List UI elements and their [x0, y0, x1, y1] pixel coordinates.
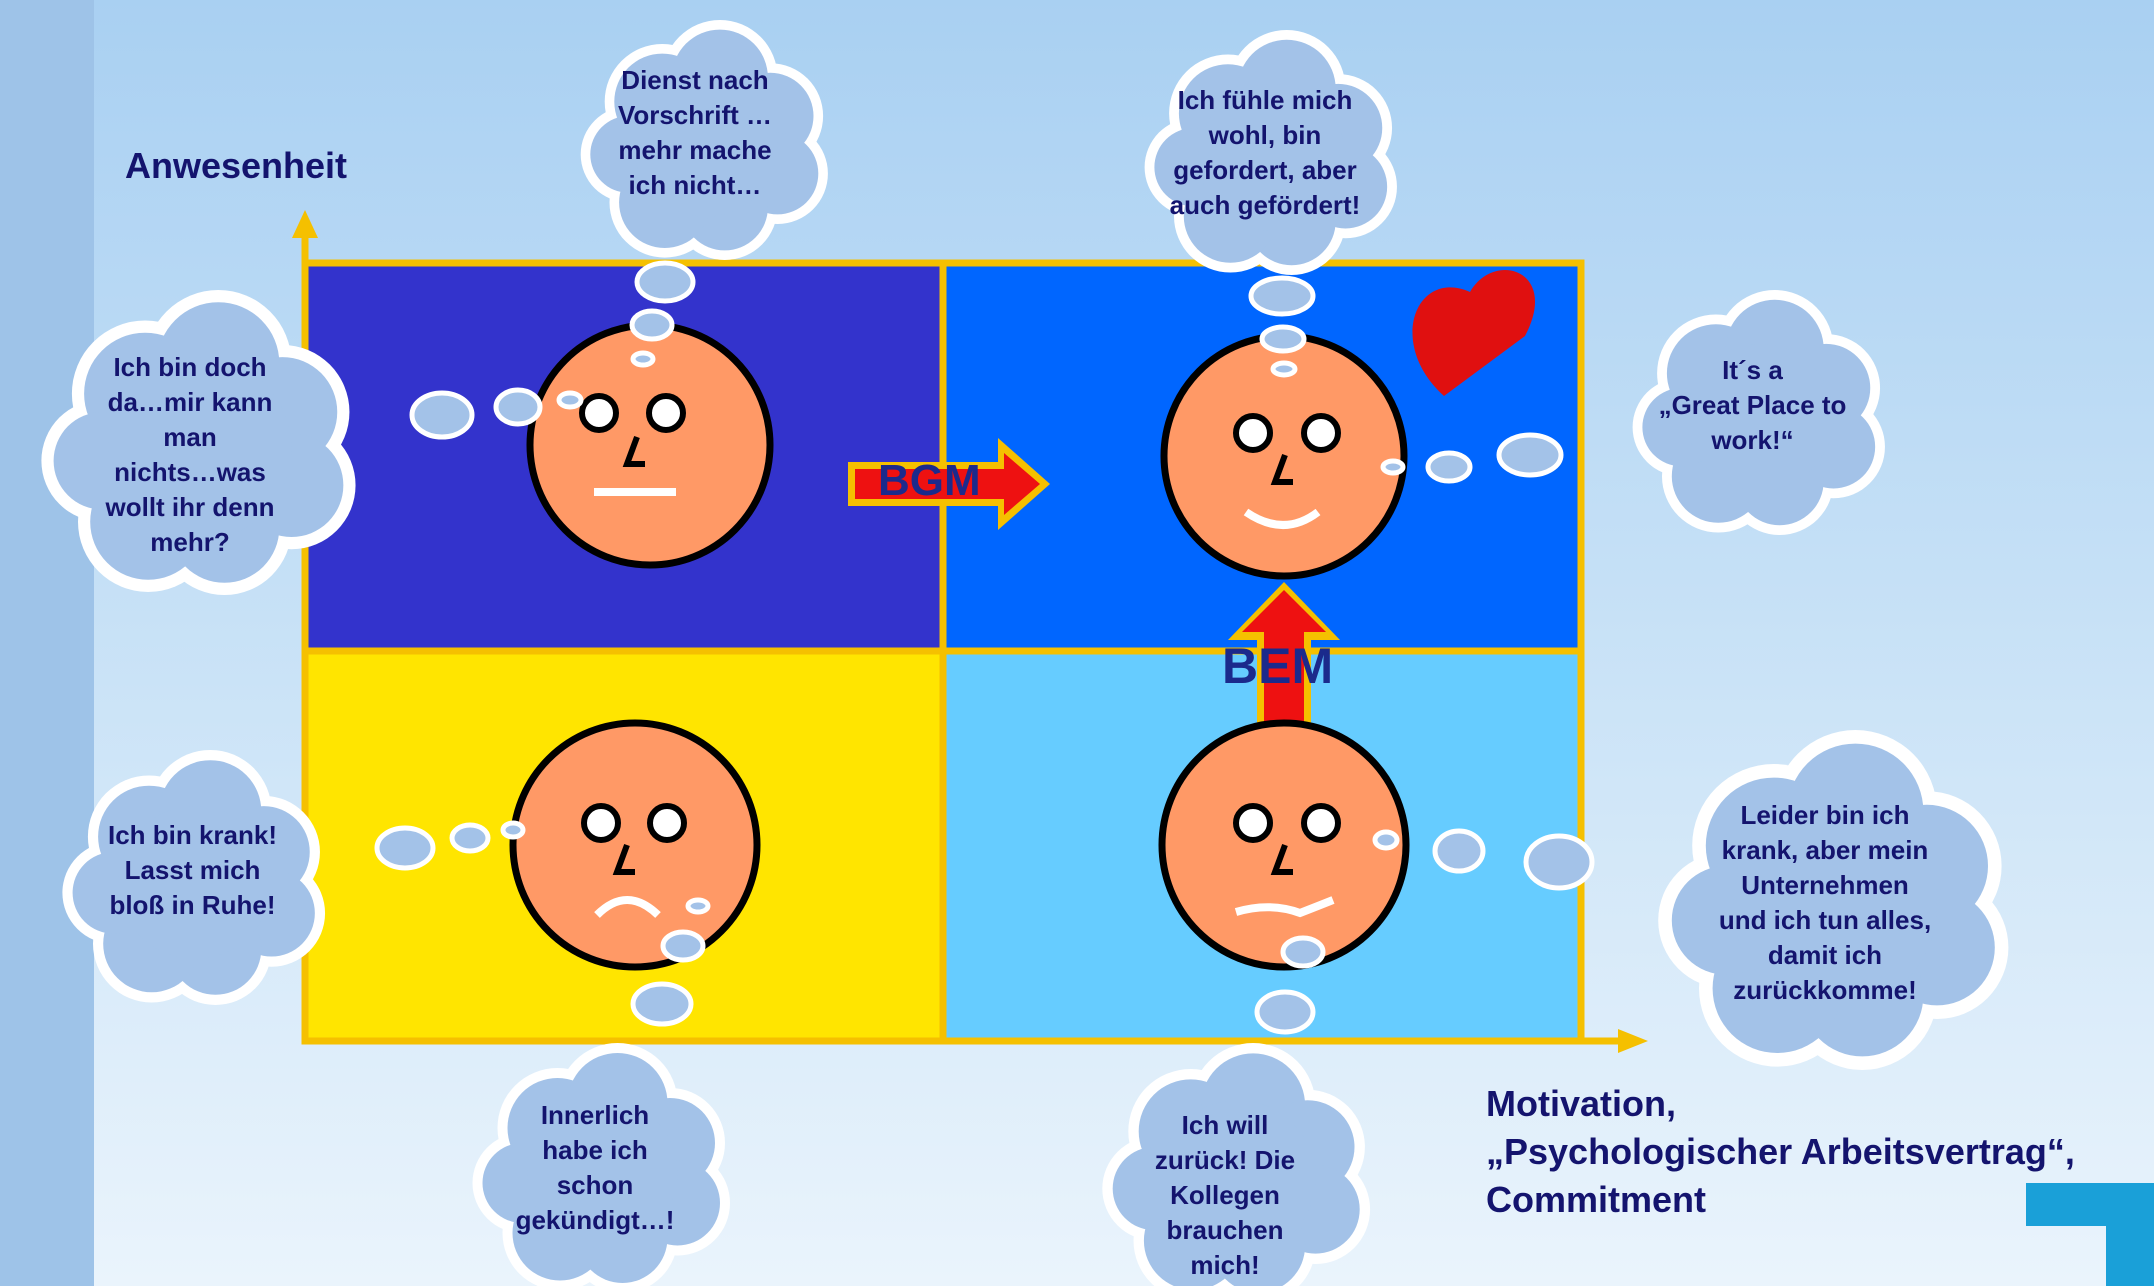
x-axis-label-line-3: Commitment [1486, 1176, 2075, 1224]
bem-label: BEM [1222, 637, 1333, 695]
bubble-text-top-right-side: It´s a „Great Place to work!“ [1625, 350, 1880, 460]
bubble-text-top-left-side: Ich bin doch da…mir kann man nichts…was … [60, 345, 320, 565]
x-axis-label-line-1: Motivation, [1486, 1080, 2075, 1128]
bubble-text-bottom-right-side: Leider bin ich krank, aber mein Unterneh… [1690, 795, 1960, 1010]
face-bottom-right [1162, 723, 1406, 967]
face-bottom-left [513, 723, 757, 967]
bubble-text-bottom-left-side: Ich bin krank! Lasst mich bloß in Ruhe! [70, 815, 315, 925]
bubble-text-bottom-left-bottom: Innerlich habe ich schon gekündigt…! [480, 1095, 710, 1240]
bubble-text-bottom-right-bottom: Ich will zurück! Die Kollegen brauchen m… [1110, 1105, 1340, 1285]
bubble-text-top-right-top: Ich fühle mich wohl, bin gefordert, aber… [1130, 80, 1400, 225]
bubble-text-top-left-top: Dienst nach Vorschrift … mehr mache ich … [575, 60, 815, 205]
y-axis-label: Anwesenheit [125, 145, 347, 187]
x-axis-label: Motivation, „Psychologischer Arbeitsvert… [1486, 1080, 2075, 1224]
x-axis-label-line-2: „Psychologischer Arbeitsvertrag“, [1486, 1128, 2075, 1176]
bgm-label: BGM [878, 456, 981, 506]
